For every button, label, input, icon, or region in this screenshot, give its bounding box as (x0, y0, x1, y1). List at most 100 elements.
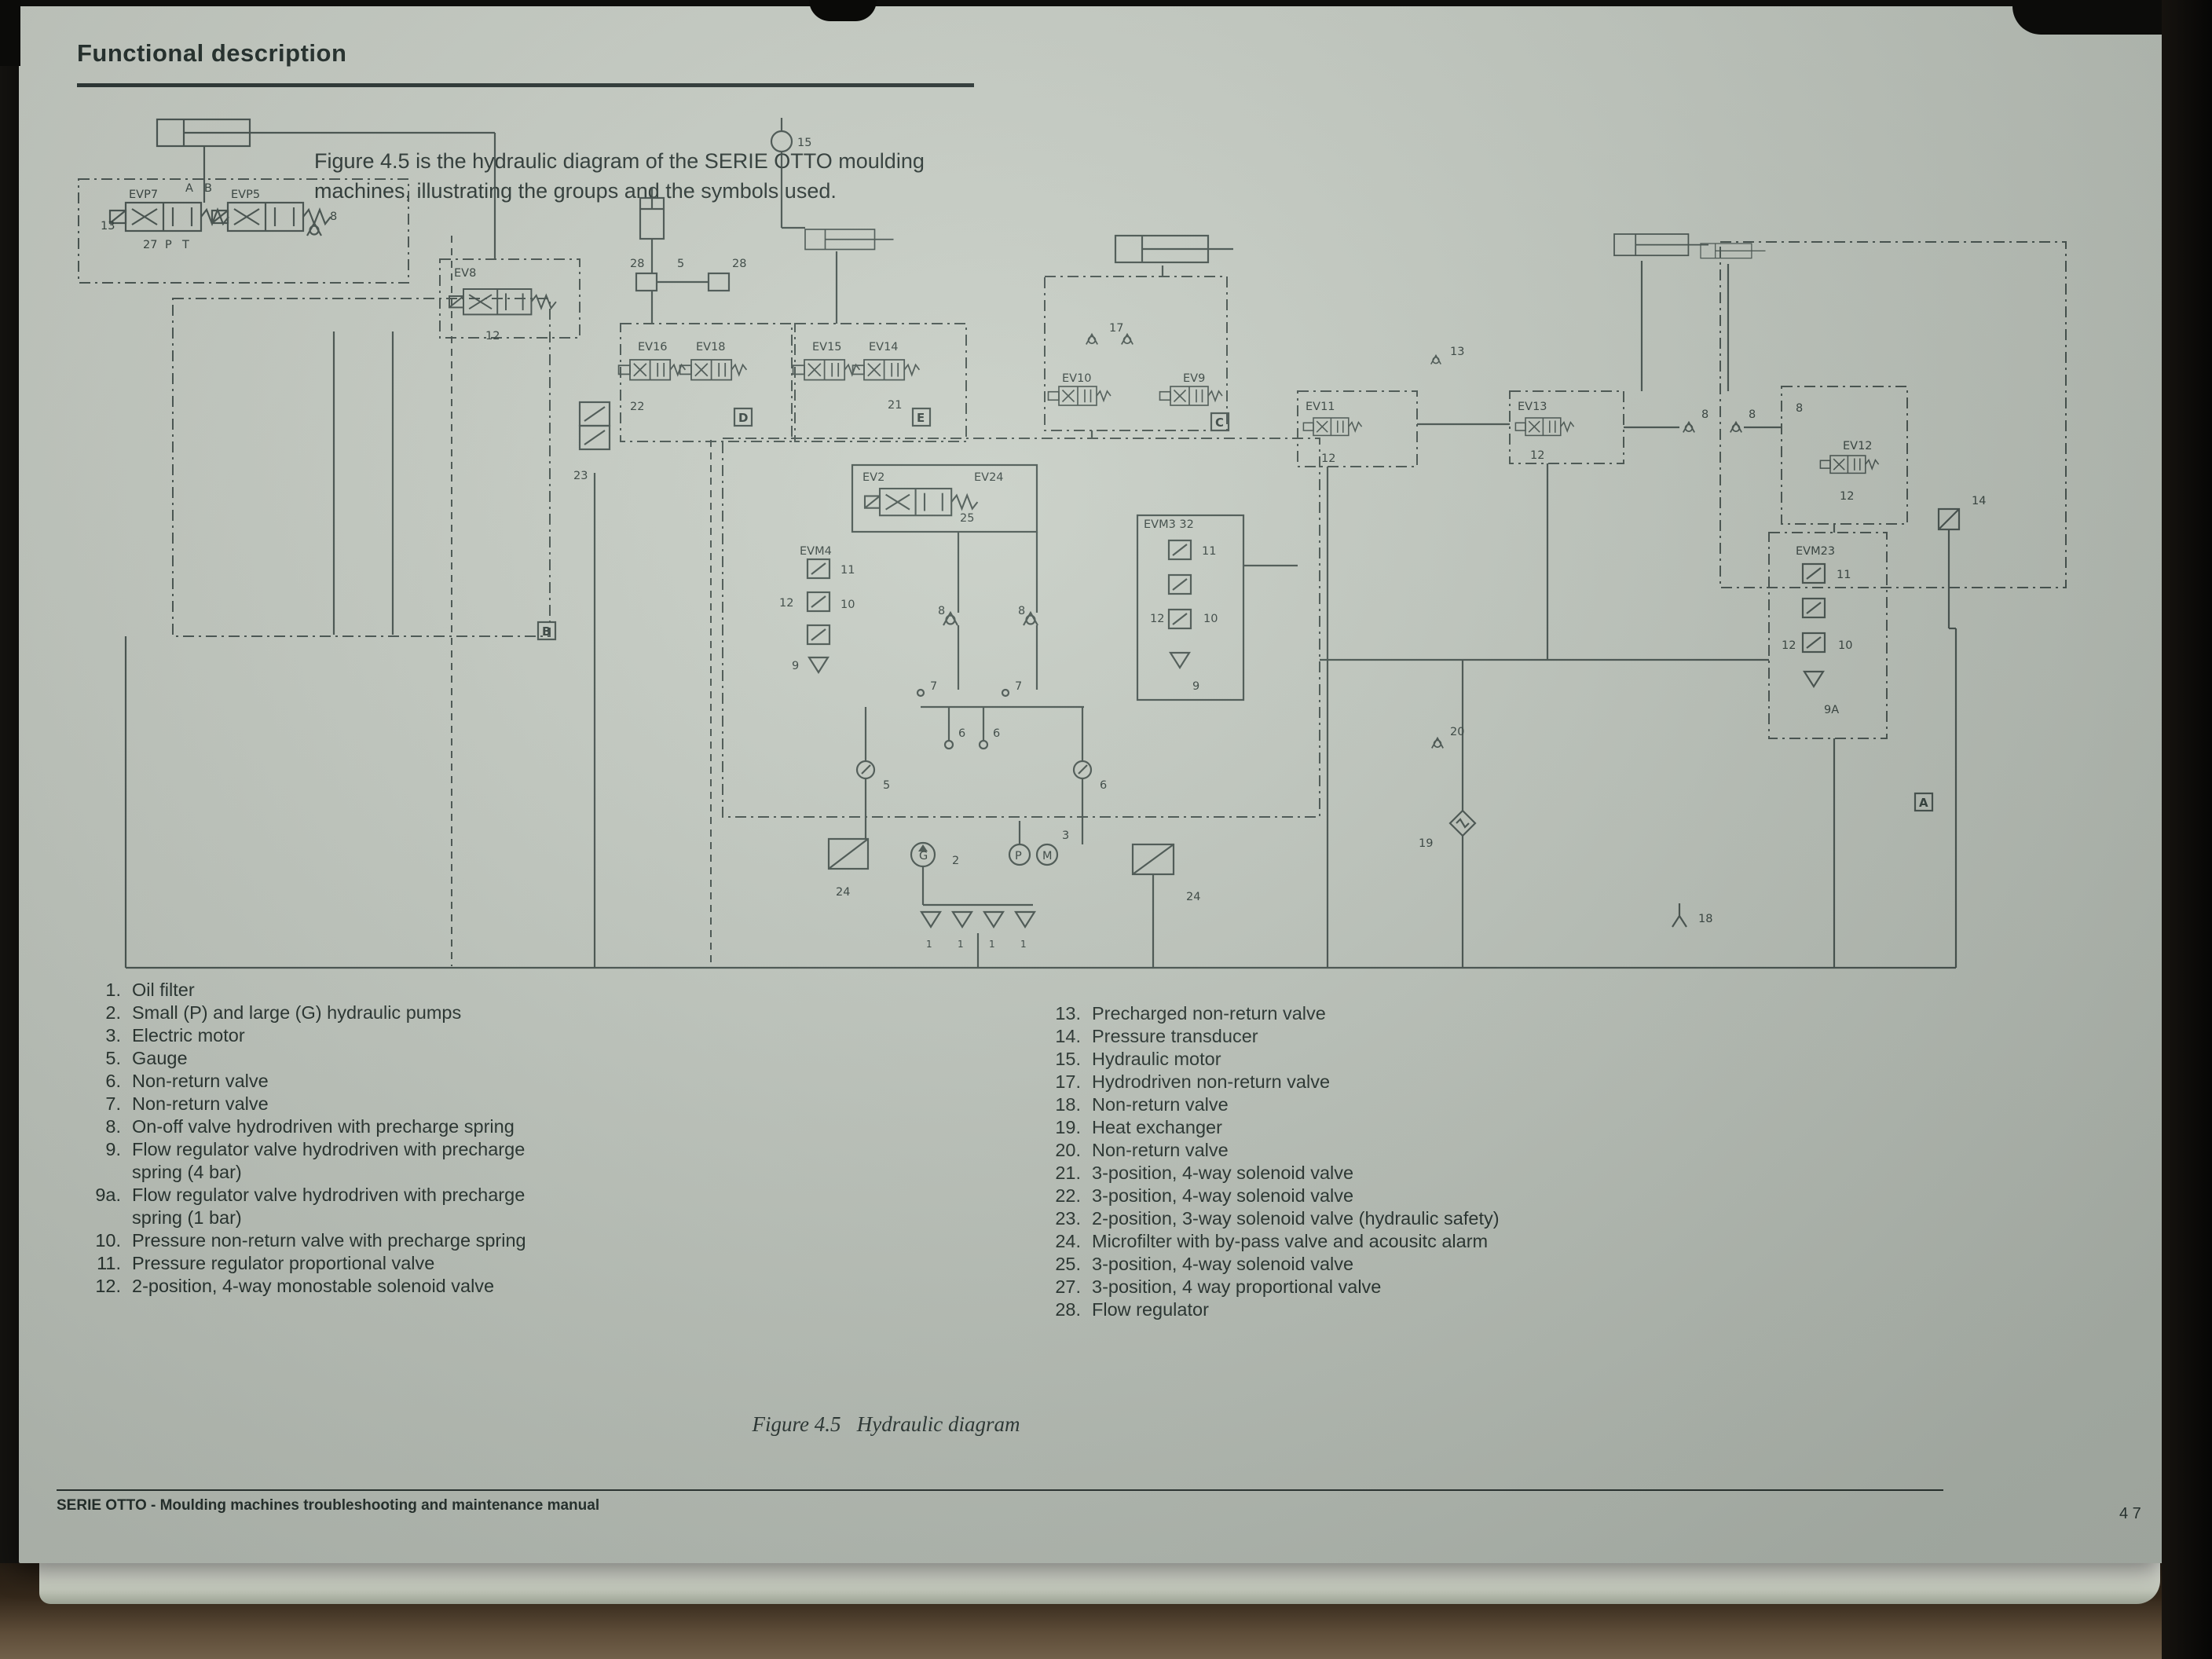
intro-line-2: machines, illustrating the groups and th… (314, 179, 837, 203)
diagram-label: 6 (993, 727, 1000, 740)
paper-sheet (19, 5, 2163, 1563)
legend-item-number: 24. (1055, 1231, 1081, 1251)
legend-item: 28.Flow regulator (1035, 1298, 1577, 1321)
diagram-label: 8 (1796, 402, 1803, 415)
legend-item: 15.Hydraulic motor (1035, 1048, 1577, 1071)
diagram-label: 10 (840, 599, 855, 611)
diagram-linework (78, 118, 2067, 969)
intro-paragraph: Figure 4.5 is the hydraulic diagram of t… (314, 146, 925, 207)
legend-item-number: 13. (1055, 1003, 1081, 1024)
legend-item-number: 18. (1055, 1094, 1081, 1115)
legend-item-number: 19. (1055, 1117, 1081, 1137)
legend-item-text: Microfilter with by-pass valve and acous… (1092, 1231, 1489, 1251)
diagram-label: 14 (1972, 495, 1986, 507)
diagram-label: 7 (930, 680, 937, 693)
diagram-group-tag-c: C (1215, 416, 1224, 430)
legend-item-text: Pressure transducer (1092, 1026, 1258, 1046)
legend-item-text: On-off valve hydrodriven with precharge … (132, 1116, 515, 1137)
page-title: Functional description (77, 39, 347, 67)
diagram-label: P (165, 239, 172, 251)
legend-item-number: 7. (105, 1093, 121, 1114)
legend-item-number: 3. (105, 1025, 121, 1046)
diagram-label: 27 (143, 239, 157, 251)
diagram-label: 13 (1450, 346, 1464, 358)
diagram-label: G (919, 850, 928, 862)
diagram-label: EV24 (974, 471, 1004, 484)
legend-item-number: 14. (1055, 1026, 1081, 1046)
diagram-label: EV8 (454, 267, 476, 280)
diagram-label: EVM4 (800, 545, 832, 558)
diagram-label: 12 (1782, 639, 1796, 652)
legend-item-text: Pressure non-return valve with precharge… (132, 1230, 526, 1251)
diagram-label: EV18 (696, 341, 726, 353)
legend-item: 11.Pressure regulator proportional valve (75, 1252, 566, 1275)
legend-item-text: Non-return valve (132, 1071, 269, 1091)
legend-item-text: Precharged non-return valve (1092, 1003, 1326, 1024)
diagram-label: EV12 (1843, 440, 1873, 452)
legend-left-column: 1.Oil filter 2. Small (P) and large (G) h… (75, 979, 566, 1298)
diagram-label: 18 (1698, 913, 1712, 925)
diagram-label: EV2 (862, 471, 884, 484)
legend-item: 3.Electric motor (75, 1024, 566, 1047)
diagram-group-boxes (78, 178, 2067, 818)
legend-item-text: Pressure regulator proportional valve (132, 1253, 435, 1273)
diagram-label: 8 (1018, 605, 1025, 617)
diagram-label: 1 (1020, 939, 1027, 950)
legend-item-text: Non-return valve (132, 1093, 269, 1114)
diagram-label: 12 (1840, 490, 1854, 503)
legend-item-text: 2-position, 4-way monostable solenoid va… (132, 1276, 495, 1296)
diagram-label: 1 (926, 939, 932, 950)
legend-right-column: 13. Precharged non-return valve 14. Pressu… (1035, 1002, 1577, 1321)
diagram-label: 3 (1062, 830, 1069, 842)
legend-item-text: 3-position, 4-way solenoid valve (1092, 1185, 1354, 1206)
diagram-label: 20 (1450, 726, 1464, 738)
legend-item-text: Gauge (132, 1048, 188, 1068)
diagram-label: 6 (958, 727, 965, 740)
diagram-group-tag-e: E (917, 411, 925, 425)
diagram-label: 13 (101, 220, 115, 233)
legend-item: 14. Pressure transducer (1035, 1025, 1577, 1048)
legend-item-number: 12. (95, 1276, 121, 1296)
diagram-label: EV11 (1306, 401, 1335, 413)
diagram-label: 10 (1838, 639, 1852, 652)
legend-item: 7. Non-return valve (75, 1093, 566, 1115)
diagram-group-tag-b: B (542, 624, 551, 639)
legend-item: 1.Oil filter (75, 979, 566, 1002)
diagram-label: 22 (630, 401, 644, 413)
legend-item: 24. Microfilter with by-pass valve and ac… (1035, 1230, 1577, 1253)
legend-item-text: Non-return valve (1092, 1094, 1229, 1115)
legend-item-text: 3-position, 4-way solenoid valve (1092, 1163, 1354, 1183)
photo-edge-right (2162, 0, 2212, 1659)
diagram-label: B (204, 182, 212, 195)
legend-item: 9.Flow regulator valve hydrodriven with … (75, 1138, 566, 1184)
diagram-label: EVP7 (129, 189, 158, 201)
legend-item-text: Flow regulator valve hydrodriven with pr… (132, 1139, 526, 1182)
legend-item: 25.3-position, 4-way solenoid valve (1035, 1253, 1577, 1276)
legend-item: 5. Gauge (75, 1047, 566, 1070)
legend-item-number: 2. (105, 1002, 121, 1023)
page-stack-edge (39, 1558, 2160, 1604)
photo-edge-top-left (0, 0, 20, 66)
diagram-label: 12 (1150, 613, 1164, 625)
diagram-label: M (1042, 850, 1053, 862)
diagram-label: T (181, 239, 189, 251)
legend-item-number: 5. (105, 1048, 121, 1068)
legend-item-text: Hydraulic motor (1092, 1049, 1221, 1069)
diagram-label: EVM23 (1796, 545, 1835, 558)
legend-item-number: 6. (105, 1071, 121, 1091)
legend-item: 13. Precharged non-return valve (1035, 1002, 1577, 1025)
diagram-label: EV15 (812, 341, 842, 353)
diagram-label: EV9 (1183, 372, 1205, 385)
diagram-label: 23 (573, 470, 588, 482)
legend-item-number: 27. (1055, 1276, 1081, 1297)
legend-item: 12. 2-position, 4-way monostable solenoid… (75, 1275, 566, 1298)
legend-item-number: 21. (1055, 1163, 1081, 1183)
diagram-label: P (1015, 850, 1022, 862)
figure-caption: Figure 4.5 Hydraulic diagram (752, 1412, 1020, 1436)
legend-item-number: 10. (95, 1230, 121, 1251)
legend-item-text: Heat exchanger (1092, 1117, 1222, 1137)
legend-item-text: Small (P) and large (G) hydraulic pumps (132, 1002, 462, 1023)
diagram-label: 6 (1100, 779, 1107, 792)
intro-line-1: Figure 4.5 is the hydraulic diagram of t… (314, 149, 925, 173)
